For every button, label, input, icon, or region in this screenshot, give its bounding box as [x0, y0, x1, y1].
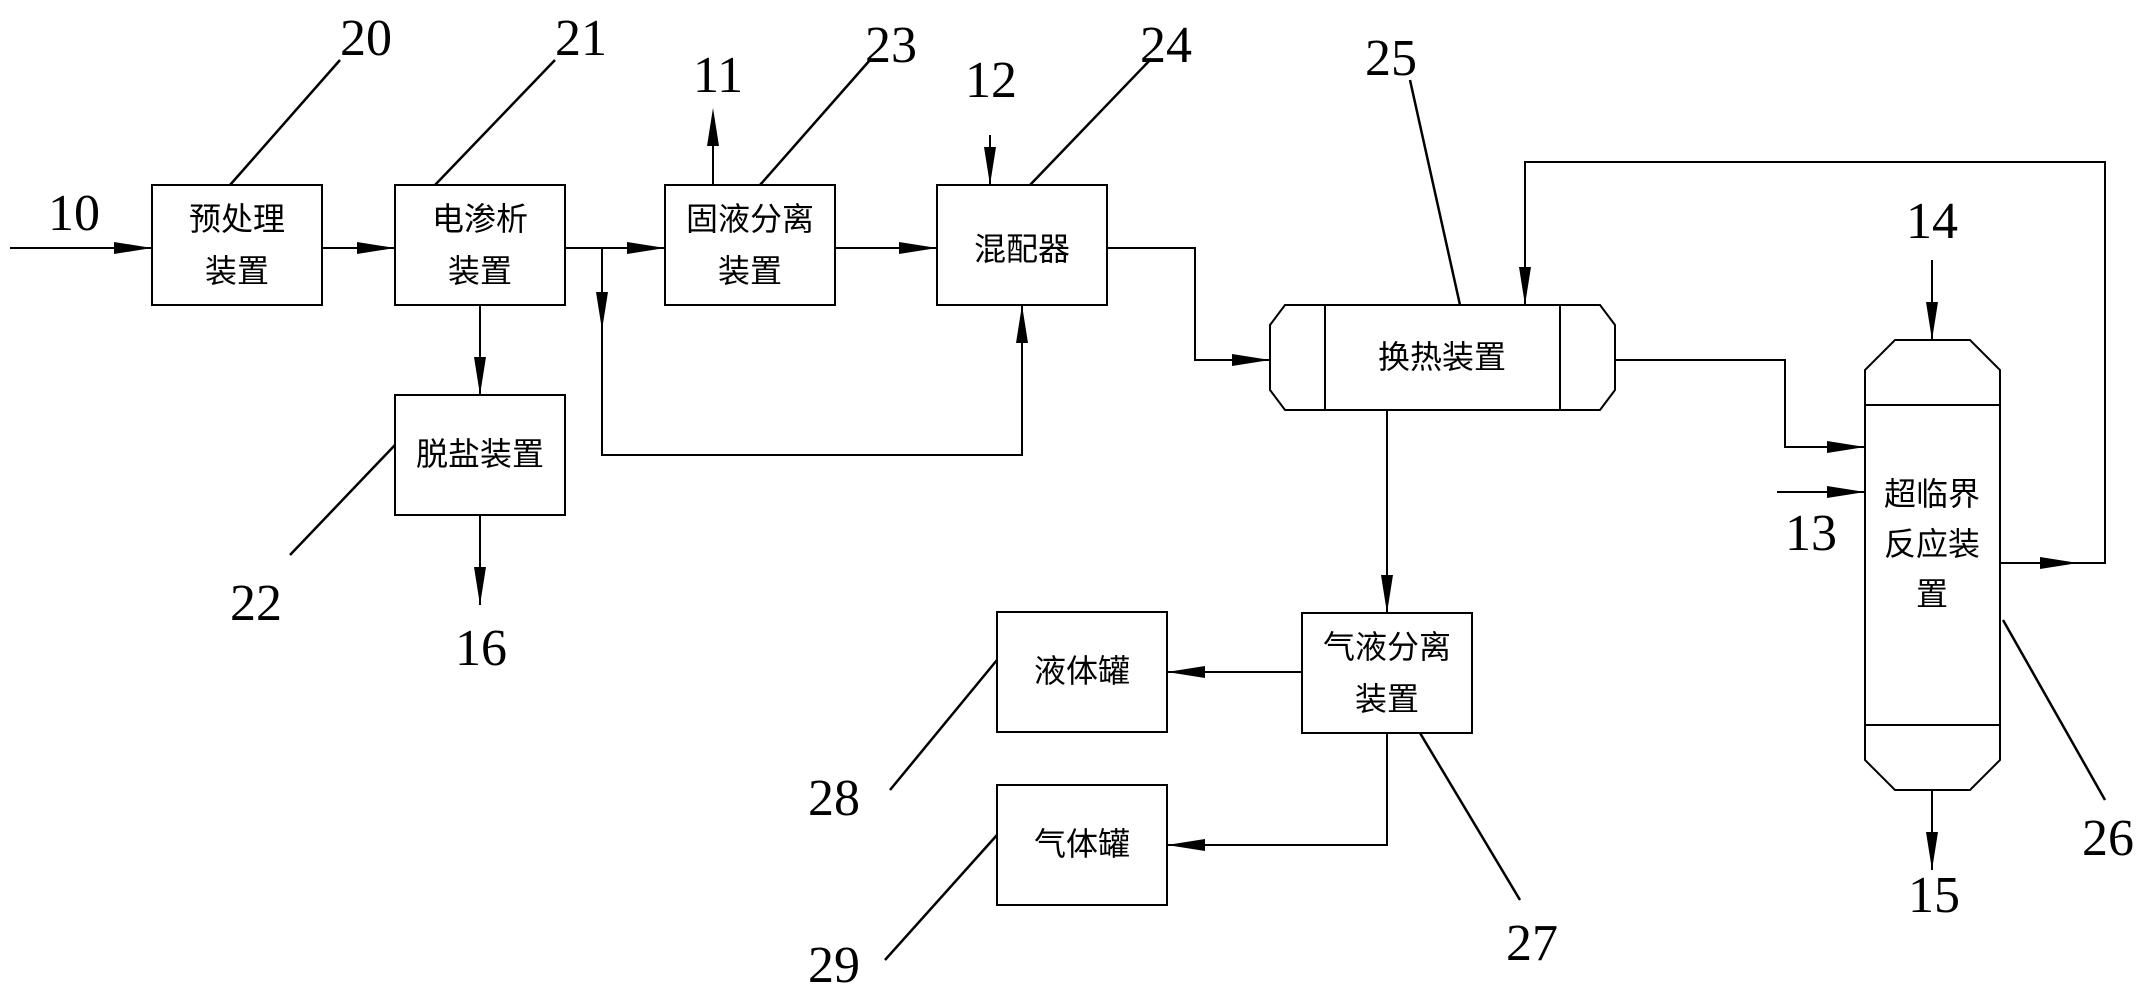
liquid-tank-label: 液体罐	[1034, 653, 1130, 689]
gas-liquid-separation-label-2: 装置	[1355, 681, 1419, 717]
ref-27: 27	[1506, 915, 1558, 972]
gas-tank-label: 气体罐	[1034, 826, 1130, 862]
reactor-label-1: 超临界	[1884, 476, 1980, 512]
ref-11: 11	[693, 47, 743, 104]
electrodialysis-label-2: 装置	[448, 253, 512, 289]
ref-10: 10	[48, 185, 100, 242]
ref-16: 16	[455, 620, 507, 677]
solid-liquid-separation-device: 固液分离 装置	[664, 184, 836, 306]
reactor-label-3: 置	[1916, 576, 1948, 612]
flow-arrows	[114, 108, 2078, 870]
electrodialysis-device: 电渗析 装置	[394, 184, 566, 306]
pretreatment-device: 预处理 装置	[151, 184, 323, 306]
electrodialysis-label-1: 电渗析	[432, 201, 528, 237]
ref-21: 21	[555, 10, 607, 67]
ref-14: 14	[1906, 193, 1958, 250]
pretreatment-label-2: 装置	[205, 253, 269, 289]
supercritical-reactor-device: 超临界 反应装 置	[1864, 339, 2001, 791]
solid-liquid-separation-label-1: 固液分离	[686, 201, 814, 237]
heat-exchanger-label: 换热装置	[1378, 339, 1506, 375]
ref-28: 28	[808, 770, 860, 827]
gas-liquid-separation-device: 气液分离 装置	[1301, 612, 1473, 734]
reference-numbers: 10 11 12 13 14 15 16 20 21 22 23 24 25 2…	[48, 10, 2134, 990]
ref-22: 22	[230, 575, 282, 632]
ref-12: 12	[965, 52, 1017, 109]
solid-liquid-separation-label-2: 装置	[718, 253, 782, 289]
reactor-label-2: 反应装	[1884, 526, 1980, 562]
liquid-tank: 液体罐	[996, 611, 1168, 733]
ref-25: 25	[1365, 30, 1417, 87]
gas-tank: 气体罐	[996, 784, 1168, 906]
ref-20: 20	[340, 10, 392, 67]
ref-23: 23	[865, 17, 917, 74]
desalination-device: 脱盐装置	[394, 394, 566, 516]
ref-13: 13	[1785, 505, 1837, 562]
ref-15: 15	[1908, 867, 1960, 924]
ref-24: 24	[1140, 17, 1192, 74]
desalination-label: 脱盐装置	[416, 436, 544, 472]
gas-liquid-separation-label-1: 气液分离	[1323, 629, 1451, 665]
pretreatment-label-1: 预处理	[189, 201, 285, 237]
mixer-device: 混配器	[936, 184, 1108, 306]
mixer-label: 混配器	[974, 231, 1070, 267]
ref-26: 26	[2082, 810, 2134, 867]
leader-lines	[229, 59, 2107, 961]
heat-exchanger-device: 换热装置	[1269, 304, 1616, 411]
ref-29: 29	[808, 937, 860, 990]
